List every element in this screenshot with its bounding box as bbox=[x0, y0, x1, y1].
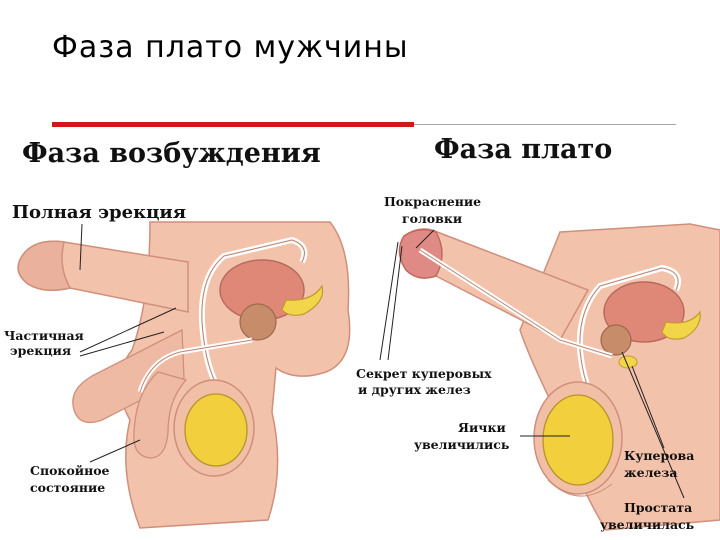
right-body-silhouette bbox=[520, 224, 720, 530]
prostate-enlarged-label-line1: Простата bbox=[624, 500, 692, 515]
secretion-label-line2: и других желез bbox=[358, 382, 471, 397]
prostate-enlarged-label-line2: увеличилась bbox=[600, 517, 694, 532]
resting-state-label-line1: Спокойное bbox=[30, 463, 110, 478]
plateau-phase-heading: Фаза плато bbox=[434, 134, 612, 165]
left-prostate bbox=[240, 304, 276, 340]
full-erection-glans bbox=[18, 241, 70, 290]
cowper-gland-label-line1: Куперова bbox=[624, 448, 694, 463]
secretion-label-line1: Секрет куперовых bbox=[356, 366, 492, 381]
cowper-gland-label-line2: железа bbox=[624, 465, 677, 480]
right-prostate bbox=[601, 325, 631, 355]
resting-state-label-line2: состояние bbox=[30, 480, 105, 495]
partial-erection-label-line1: Частичная bbox=[4, 328, 84, 343]
full-erection-label: Полная эрекция bbox=[12, 202, 186, 223]
excitement-phase-heading: Фаза возбуждения bbox=[22, 138, 321, 169]
glans-reddening-label-line2: головки bbox=[402, 211, 462, 226]
testes-enlarged-label-line2: увеличились bbox=[414, 437, 509, 452]
partial-erection-label-line2: эрекция bbox=[10, 343, 71, 358]
right-testis bbox=[543, 395, 613, 485]
left-testis bbox=[185, 394, 247, 466]
testes-enlarged-label-line1: Яички bbox=[458, 420, 506, 435]
glans-reddening-label-line1: Покраснение bbox=[384, 194, 481, 209]
plateau-glans bbox=[399, 230, 442, 278]
